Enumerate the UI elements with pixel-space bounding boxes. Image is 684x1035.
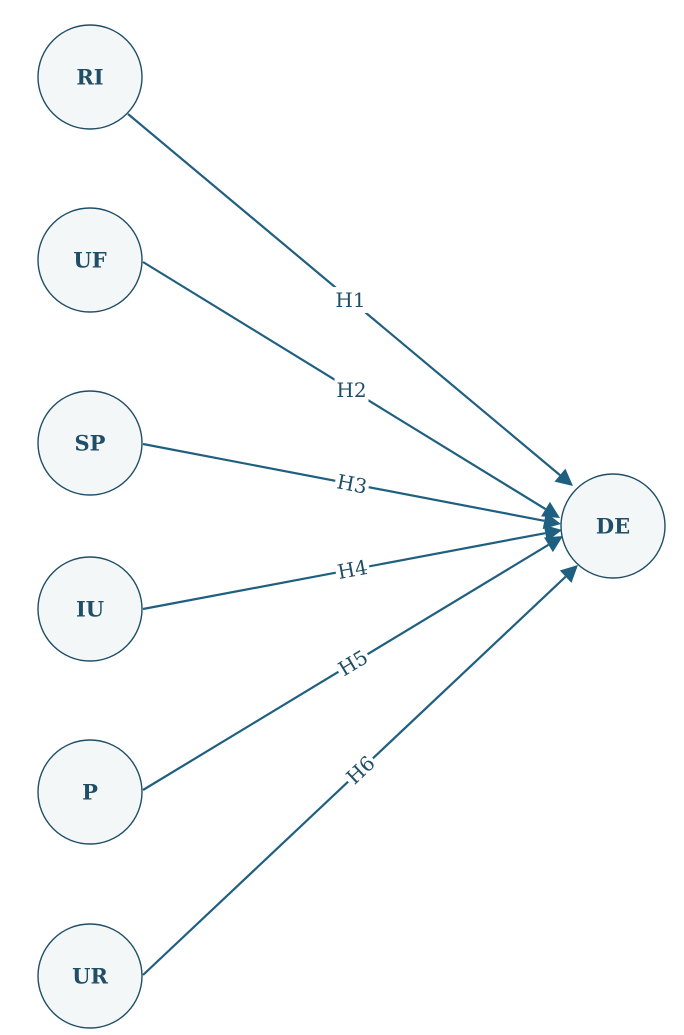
edge-label-h4: H4 [333,553,372,586]
edge-label-text: H1 [335,288,365,312]
node-label: P [82,780,98,805]
node-circle [37,739,143,845]
arrow-head-ri-de [554,468,573,486]
node-label: RI [76,65,103,90]
node-de: DE [560,473,666,579]
node-ri: RI [37,24,143,130]
node-label: SP [75,431,106,456]
node-circle [37,556,143,662]
edge-label-h2: H2 [334,377,369,403]
arrow-head-p-de [544,536,563,553]
nodes-layer: RI UF SP IU P UR DE [37,24,666,1029]
edge-label-text: H4 [335,555,369,584]
node-sp: SP [37,390,143,496]
node-label: UF [73,248,106,273]
edge-label-h5: H5 [331,643,375,683]
node-label: IU [76,597,104,622]
edge-label-h1: H1 [333,287,368,313]
edge-label-h3: H3 [332,468,372,500]
node-label: DE [596,514,630,539]
node-circle [37,923,143,1029]
node-p: P [37,739,143,845]
edges-layer: H1 H2 H3 H4 H5 H6 [127,113,578,976]
arrow-head-uf-de [541,501,560,518]
node-circle [560,473,666,579]
edge-label-text: H5 [334,645,372,681]
node-circle [37,24,143,130]
node-label: UR [72,964,108,989]
node-circle [37,390,143,496]
edge-label-text: H3 [335,469,369,498]
node-uf: UF [37,207,143,313]
arrow-head-sp-de [542,512,561,530]
edge-label-text: H2 [336,378,366,402]
node-ur: UR [37,923,143,1029]
node-iu: IU [37,556,143,662]
node-circle [37,207,143,313]
arrow-head-ur-de [559,565,578,583]
